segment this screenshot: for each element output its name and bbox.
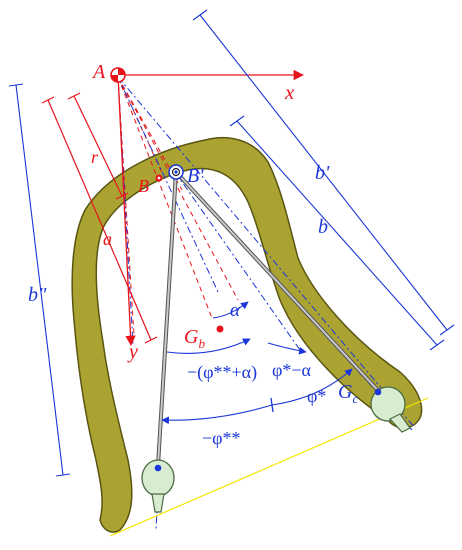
label-B: B [138,176,149,196]
arc-neg-phi-ss [161,404,273,425]
arc-tick [270,397,274,413]
pivot-A [110,67,126,83]
clapper-bulb-right [370,386,411,433]
label-a: a [103,229,112,249]
arc-phi-ss-alpha [166,338,251,354]
arc-phi-s [271,368,353,406]
red-dashed-lines [117,76,239,336]
bell-body [71,136,423,533]
dim-r [67,92,129,200]
label-x: x [284,80,295,104]
pivot-B-prime [168,164,184,180]
clapper-rod-right [174,170,386,399]
label-phi-ss-alpha: −(φ**+α) [187,362,257,383]
label-neg-phi-ss: −φ** [202,428,241,448]
clapper-rod-left [156,171,178,466]
dim-b-double-prime [8,83,71,477]
dim-a [41,96,158,344]
arc-phi-s-alpha [267,342,307,355]
label-Gb: Gb [184,326,205,351]
label-A: A [91,61,106,83]
label-b: b [318,216,328,238]
dim-b-prime [192,9,455,336]
label-Gc: Gc [338,381,358,406]
point-B [155,174,163,182]
label-phi-s-alpha: φ*−α [272,360,312,380]
label-alpha: α [230,300,241,321]
point-Gb [216,325,224,333]
label-b-prime: b' [315,162,330,184]
label-r: r [91,147,99,167]
rim-line [109,397,429,537]
label-phi-s: φ* [307,386,326,406]
label-B-prime: B' [187,165,204,187]
y-axis [117,74,136,347]
label-b-double-prime: b" [28,284,47,306]
label-y: y [127,341,138,363]
dim-b [229,115,445,351]
clapper-bulb-left [141,459,175,513]
arc-alpha [212,301,249,319]
